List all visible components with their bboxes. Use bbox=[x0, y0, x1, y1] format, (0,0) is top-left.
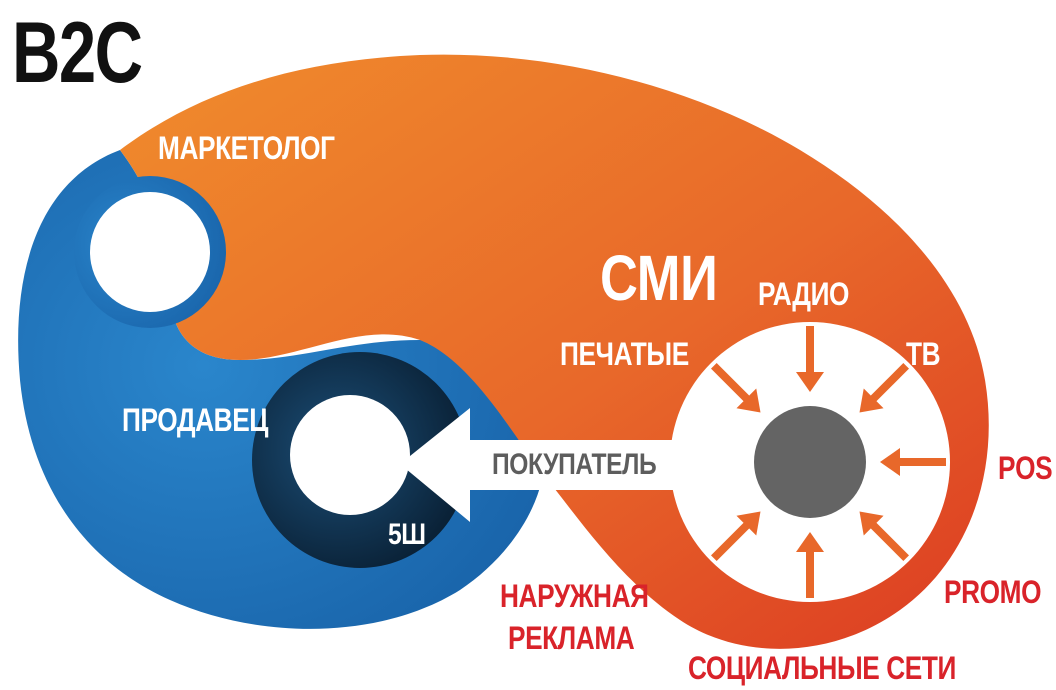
label-outdoor-line1: НАРУЖНАЯ bbox=[500, 578, 649, 614]
label-promo: PROMO bbox=[944, 574, 1042, 610]
label-social: СОЦИАЛЬНЫЕ СЕТИ bbox=[688, 650, 956, 686]
arrow-bottom bbox=[796, 532, 824, 598]
diagram-title: B2C bbox=[12, 5, 143, 101]
label-seller: ПРОДАВЕЦ bbox=[122, 402, 269, 438]
label-print: ПЕЧАТЫЕ bbox=[560, 336, 689, 372]
seller-circle bbox=[290, 395, 410, 515]
arrow-top bbox=[796, 326, 824, 392]
label-radio: РАДИО bbox=[758, 276, 850, 312]
arrow-top-left bbox=[711, 363, 761, 413]
label-outdoor-line2: РЕКЛАМА bbox=[508, 620, 635, 656]
label-tv: ТВ bbox=[906, 336, 941, 372]
label-pos: POS bbox=[998, 450, 1053, 486]
arrow-right bbox=[880, 448, 946, 476]
label-media: СМИ bbox=[600, 242, 718, 314]
arrow-bottom-left bbox=[711, 511, 761, 561]
buyer-arrow bbox=[400, 408, 680, 522]
media-arrows bbox=[711, 326, 946, 598]
label-marketer: МАРКЕТОЛОГ bbox=[158, 130, 335, 166]
marketer-circle bbox=[90, 192, 210, 312]
arrow-bottom-right bbox=[859, 511, 909, 561]
label-buyer: ПОКУПАТЕЛЬ bbox=[492, 448, 657, 481]
label-five-sh: 5Ш bbox=[388, 518, 426, 551]
media-hub bbox=[754, 406, 866, 518]
arrow-top-right bbox=[859, 363, 909, 413]
